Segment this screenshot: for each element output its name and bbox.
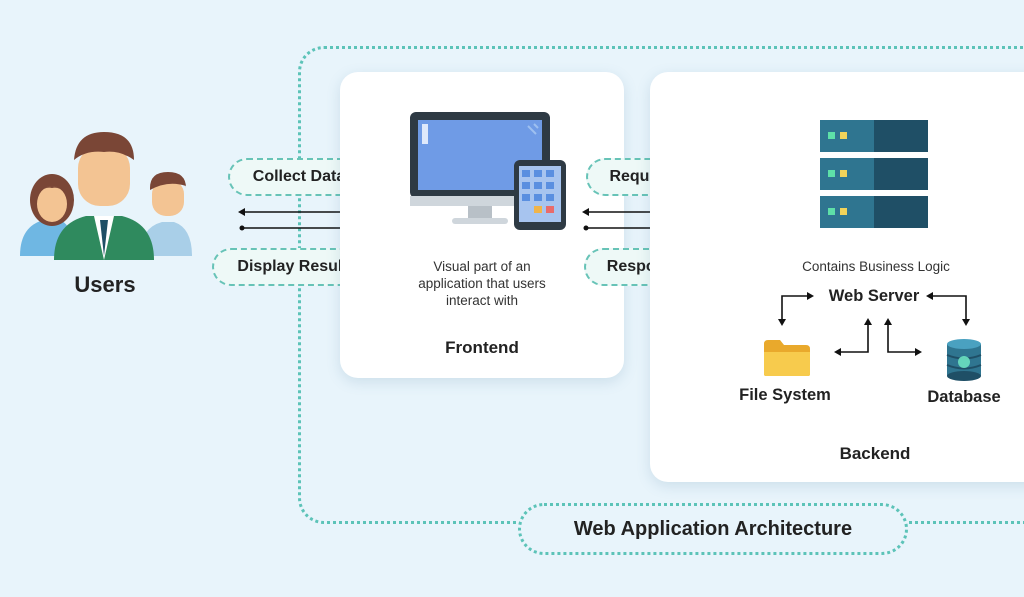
server-rack-icon [820,120,928,228]
backend-label: Backend [839,444,911,463]
backend-description: Contains Business Logic [802,259,950,274]
file-system-label: File System [739,386,831,404]
backend-connectors [778,292,970,356]
users-icon [20,132,192,260]
frontend-description-line: Visual part of an [433,259,531,274]
frontend-description-line: application that users [418,276,546,291]
diagram-title: Web Application Architecture [518,503,908,555]
users-label: Users [74,272,136,297]
folder-icon [764,340,810,376]
frontend-description-line: interact with [445,293,519,308]
frontend-description: Visual part of an application that users… [380,258,584,309]
user-man-center-icon [54,132,154,260]
database-icon [946,339,982,381]
web-server-label: Web Server [828,287,920,305]
database-label: Database [927,388,1001,406]
user-man-right-icon [140,172,192,256]
frontend-label: Frontend [445,338,519,357]
monitor-tablet-icon [410,112,566,230]
user-frontend-arrows [238,208,354,232]
